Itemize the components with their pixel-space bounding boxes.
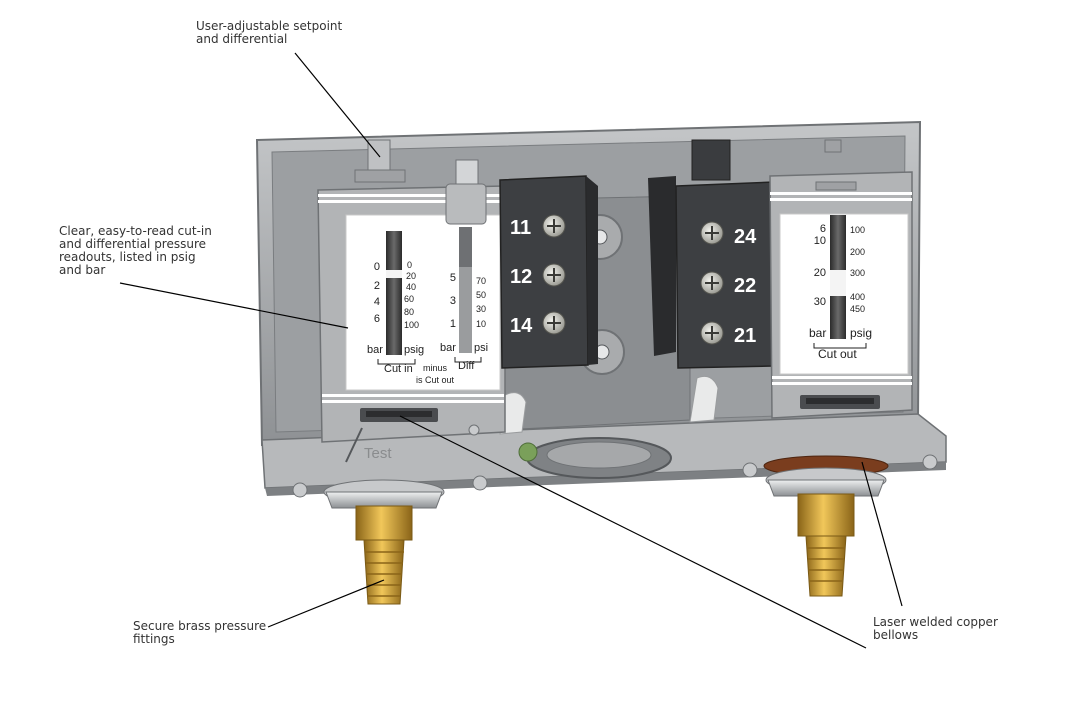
diff-label: Diff (458, 360, 475, 372)
cutout-unit-psig: psig (850, 326, 872, 340)
callout-setpoint-line-2: and differential (196, 32, 288, 46)
callout-fittings-line-2: fittings (133, 632, 175, 646)
callout-setpoint: User-adjustable setpoint and differentia… (196, 20, 342, 46)
right-brass-nut (797, 493, 855, 537)
diff-psi-tick: 50 (476, 290, 486, 300)
cutout-bar-tick: 10 (814, 235, 826, 247)
callout-readouts: Clear, easy-to-read cut-in and different… (59, 225, 212, 277)
callout-fittings: Secure brass pressure fittings (133, 620, 266, 646)
diff-bar-tick: 1 (450, 318, 456, 330)
terminal-label-12: 12 (510, 266, 532, 288)
cutin-psig-tick: 60 (404, 294, 414, 304)
cutin-psig-tick: 100 (404, 320, 419, 330)
diff-unit-psi: psi (474, 342, 488, 354)
left-brass-thread (363, 539, 405, 605)
callout-setpoint-line-1: User-adjustable setpoint (196, 19, 343, 33)
cutin-bar-tick: 0 (374, 261, 380, 273)
base-bolt-1 (292, 482, 308, 498)
cutin-psig-tick: 80 (404, 307, 414, 317)
cutin-unit-bar: bar (367, 344, 383, 356)
cutin-scale: 0 2 4 6 0 20 40 60 80 100 bar psig Cut i… (367, 260, 424, 375)
leader-lines (119, 52, 903, 649)
callout-readouts-line-4: and bar (59, 263, 106, 277)
cutout-label: Cut out (818, 347, 857, 361)
terminal-label-24: 24 (734, 226, 757, 248)
cutin-psig-tick: 0 (407, 260, 412, 270)
cutout-psig-tick: 450 (850, 304, 865, 314)
cutin-bar-tick: 4 (374, 296, 380, 308)
leader-bellows-left (399, 415, 867, 649)
diff-scale: 5 3 1 70 50 30 10 bar psi Diff minus is … (364, 272, 488, 462)
cutin-scale-bar (386, 231, 402, 355)
callout-bellows-line-2: bellows (873, 628, 919, 642)
cutout-psig-tick: 200 (850, 247, 865, 257)
formula-is-cut-out: is Cut out (416, 375, 455, 385)
cutout-psig-tick: 100 (850, 225, 865, 235)
ground-screw (518, 442, 538, 462)
cutout-scale: 6 10 20 30 100 200 300 400 450 bar psig … (809, 223, 872, 361)
cutout-bar-tick: 20 (814, 267, 826, 279)
left-fitting (323, 479, 445, 605)
callout-fittings-line-1: Secure brass pressure (133, 619, 267, 633)
callout-bellows-line-1: Laser welded copper (873, 615, 998, 629)
left-brass-nut (355, 505, 413, 541)
terminal-label-21: 21 (734, 325, 756, 347)
cutout-bar-tick: 6 (820, 223, 826, 235)
leader-bellows-right (861, 461, 903, 607)
scale-brackets (377, 357, 482, 365)
diff-bar-tick: 5 (450, 272, 456, 284)
diff-psi-tick: 30 (476, 304, 486, 314)
leader-fittings (267, 579, 385, 628)
terminal-block-right: 24 22 21 (648, 139, 775, 369)
cutout-psig-tick: 300 (850, 268, 865, 278)
base-bolt-4 (922, 454, 938, 470)
diff-bar-tick: 3 (450, 295, 456, 307)
base-bolt-3 (742, 462, 758, 478)
cutin-psig-tick: 20 (406, 271, 416, 281)
cutin-bar-tick: 2 (374, 280, 380, 292)
terminal-label-11: 11 (510, 217, 531, 239)
cutout-unit-bar: bar (809, 326, 826, 340)
base-bolt-2 (472, 475, 488, 491)
cutin-label: Cut in (384, 363, 413, 375)
formula-minus: minus (423, 363, 448, 373)
leader-setpoint (294, 52, 381, 158)
callout-readouts-line-2: and differential pressure (59, 237, 207, 251)
cutin-psig-tick: 40 (406, 282, 416, 292)
left-scale-panel (345, 214, 501, 391)
terminal-label-22: 22 (734, 275, 756, 297)
test-label: Test (364, 445, 392, 462)
cutin-bar-tick: 6 (374, 313, 380, 325)
leader-readouts (119, 282, 349, 329)
right-module (769, 139, 913, 419)
terminal-block-left: 11 12 14 (499, 175, 598, 369)
callout-readouts-line-3: readouts, listed in psig (59, 250, 196, 264)
terminal-label-14: 14 (510, 315, 533, 337)
right-fitting (763, 455, 889, 597)
diff-unit-bar: bar (440, 342, 456, 354)
cutin-unit-psig: psig (404, 344, 424, 356)
diff-psi-tick: 10 (476, 319, 486, 329)
cutout-psig-tick: 400 (850, 292, 865, 302)
cutout-bar-tick: 30 (814, 296, 826, 308)
callout-readouts-line-1: Clear, easy-to-read cut-in (59, 224, 212, 238)
setpoint-spindle (367, 139, 391, 175)
left-module (317, 139, 506, 463)
diff-psi-tick: 70 (476, 276, 486, 286)
callout-bellows: Laser welded copper bellows (873, 616, 998, 642)
right-brass-thread (805, 535, 847, 597)
